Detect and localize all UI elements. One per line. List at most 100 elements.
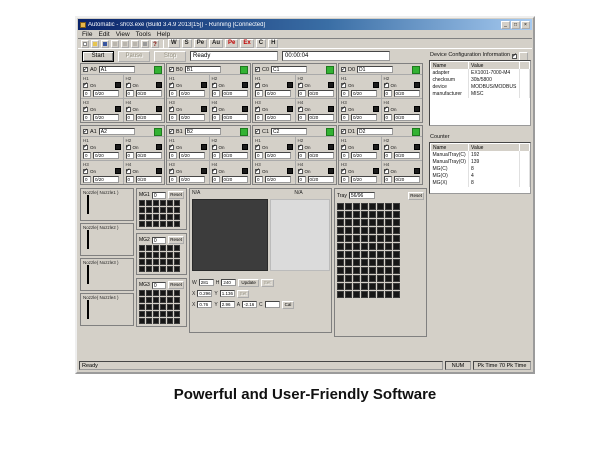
toolbar-checkbox[interactable] xyxy=(512,52,517,59)
channel-count-field[interactable]: 0 xyxy=(341,90,349,97)
copy-icon[interactable] xyxy=(121,39,129,48)
maximize-button[interactable]: □ xyxy=(511,20,520,29)
channel-count-field[interactable]: 0 xyxy=(383,114,392,121)
channel-value-field[interactable]: 0/20 xyxy=(135,152,162,159)
channel-on-checkbox[interactable] xyxy=(83,105,88,112)
mg-count-field[interactable]: 0 xyxy=(151,236,167,244)
save-icon[interactable] xyxy=(101,39,109,48)
channel-on-checkbox[interactable] xyxy=(125,167,131,174)
channel-on-checkbox[interactable] xyxy=(211,143,217,150)
channel-value-field[interactable]: 0/20 xyxy=(351,114,377,121)
channel-value-field[interactable]: 0/20 xyxy=(351,152,377,159)
group-enable-checkbox[interactable] xyxy=(341,66,346,73)
channel-count-field[interactable]: 0 xyxy=(169,90,177,97)
channel-count-field[interactable]: 0 xyxy=(211,176,220,183)
channel-value-field[interactable]: 0/20 xyxy=(179,114,205,121)
channel-on-checkbox[interactable] xyxy=(383,167,389,174)
toolbar-pe-button[interactable]: Pe xyxy=(225,39,239,48)
channel-on-checkbox[interactable] xyxy=(169,105,174,112)
mg-count-field[interactable]: 0 xyxy=(151,191,167,199)
value-field[interactable]: 0.296 xyxy=(197,290,213,297)
group-name-input[interactable]: A1 xyxy=(98,66,135,73)
toolbar-w-button[interactable]: W xyxy=(168,39,180,48)
channel-value-field[interactable]: 0/20 xyxy=(221,90,248,97)
channel-count-field[interactable]: 0 xyxy=(169,152,177,159)
channel-on-checkbox[interactable] xyxy=(255,81,260,88)
channel-value-field[interactable]: 0/20 xyxy=(221,176,248,183)
channel-value-field[interactable]: 0/20 xyxy=(393,114,420,121)
channel-count-field[interactable]: 0 xyxy=(341,114,349,121)
channel-on-checkbox[interactable] xyxy=(383,105,389,112)
group-enable-checkbox[interactable] xyxy=(169,66,174,73)
channel-count-field[interactable]: 0 xyxy=(255,152,263,159)
channel-count-field[interactable]: 0 xyxy=(255,90,263,97)
channel-on-checkbox[interactable] xyxy=(125,143,131,150)
channel-count-field[interactable]: 0 xyxy=(83,90,91,97)
value-field[interactable]: 281 xyxy=(198,279,214,286)
channel-count-field[interactable]: 0 xyxy=(125,90,134,97)
group-name-input[interactable]: D2 xyxy=(357,128,394,135)
channel-on-checkbox[interactable] xyxy=(255,105,260,112)
table-row[interactable]: MG(O)4 xyxy=(430,172,530,180)
value-field[interactable]: 1.136 xyxy=(219,290,235,297)
channel-on-checkbox[interactable] xyxy=(341,167,346,174)
cut-icon[interactable] xyxy=(111,39,119,48)
channel-on-checkbox[interactable] xyxy=(125,81,131,88)
group-name-input[interactable]: C1 xyxy=(271,66,308,73)
channel-value-field[interactable]: 0/20 xyxy=(179,90,205,97)
channel-on-checkbox[interactable] xyxy=(211,81,217,88)
group-name-input[interactable]: D1 xyxy=(357,66,394,73)
set-button[interactable]: Set xyxy=(260,278,274,287)
minimize-button[interactable]: _ xyxy=(501,20,510,29)
value-field[interactable]: 2.96 xyxy=(219,301,235,308)
channel-on-checkbox[interactable] xyxy=(297,105,303,112)
value-field[interactable]: 240 xyxy=(221,279,237,286)
menu-item-file[interactable]: File xyxy=(82,30,93,38)
table-row[interactable]: ManualTray(O)139 xyxy=(430,158,530,166)
channel-on-checkbox[interactable] xyxy=(297,81,303,88)
channel-on-checkbox[interactable] xyxy=(169,167,174,174)
channel-value-field[interactable]: 0/20 xyxy=(135,114,162,121)
channel-value-field[interactable]: 0/20 xyxy=(221,114,248,121)
channel-on-checkbox[interactable] xyxy=(169,143,174,150)
channel-on-checkbox[interactable] xyxy=(341,143,346,150)
channel-count-field[interactable]: 0 xyxy=(383,176,392,183)
channel-on-checkbox[interactable] xyxy=(341,81,346,88)
channel-value-field[interactable]: 0/20 xyxy=(307,90,334,97)
group-enable-checkbox[interactable] xyxy=(169,128,174,135)
group-name-input[interactable]: A2 xyxy=(98,128,135,135)
toolbar-c-button[interactable]: C xyxy=(255,39,267,48)
channel-value-field[interactable]: 0/20 xyxy=(393,176,420,183)
channel-count-field[interactable]: 0 xyxy=(125,152,134,159)
table-row[interactable]: MG(X)8 xyxy=(430,179,530,187)
open-icon[interactable] xyxy=(91,39,99,48)
group-name-input[interactable]: B2 xyxy=(184,128,221,135)
channel-count-field[interactable]: 0 xyxy=(297,152,306,159)
toolbar-au-button[interactable]: Au xyxy=(209,39,224,48)
channel-on-checkbox[interactable] xyxy=(211,167,217,174)
channel-count-field[interactable]: 0 xyxy=(169,176,177,183)
paste-icon[interactable] xyxy=(131,39,139,48)
channel-value-field[interactable]: 0/20 xyxy=(93,176,119,183)
channel-value-field[interactable]: 0/20 xyxy=(221,152,248,159)
menu-item-help[interactable]: Help xyxy=(156,30,171,38)
channel-count-field[interactable]: 0 xyxy=(125,176,134,183)
group-enable-checkbox[interactable] xyxy=(83,66,88,73)
channel-count-field[interactable]: 0 xyxy=(341,176,349,183)
channel-on-checkbox[interactable] xyxy=(255,167,260,174)
stop-button[interactable]: Stop xyxy=(154,50,186,62)
channel-value-field[interactable]: 0/20 xyxy=(351,90,377,97)
channel-count-field[interactable]: 0 xyxy=(297,90,306,97)
mg-reset-button[interactable]: Reset xyxy=(168,281,184,289)
group-enable-checkbox[interactable] xyxy=(341,128,346,135)
channel-value-field[interactable]: 0/20 xyxy=(179,176,205,183)
mg-count-field[interactable]: 0 xyxy=(151,281,167,289)
tray-count-field[interactable]: 56/96 xyxy=(348,192,375,199)
channel-value-field[interactable]: 0/20 xyxy=(307,114,334,121)
channel-value-field[interactable]: 0/20 xyxy=(307,176,334,183)
channel-on-checkbox[interactable] xyxy=(211,105,217,112)
channel-value-field[interactable]: 0/20 xyxy=(265,176,291,183)
